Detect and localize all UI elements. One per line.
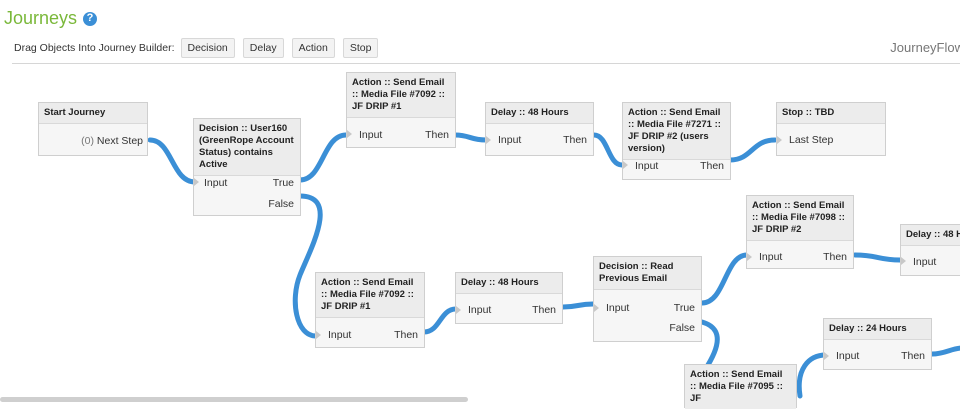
input-port-icon (623, 161, 628, 169)
connector-delay1-action2 (591, 132, 625, 168)
node-title: Action :: Send Email :: Media File #7092… (347, 73, 455, 118)
input-label[interactable]: Input (836, 350, 860, 362)
input-label[interactable]: Input (204, 177, 228, 189)
input-port-icon (456, 306, 461, 314)
connector-decision1-action4 (292, 193, 323, 339)
count-label: (0) (81, 135, 94, 147)
node-title: Delay :: 24 Hours (824, 319, 931, 340)
node-stop[interactable]: Stop :: TBD Last Step (776, 102, 886, 156)
action-button[interactable]: Action (291, 38, 335, 58)
node-title: Action :: Send Email :: Media File #7092… (316, 273, 424, 318)
stop-button[interactable]: Stop (342, 38, 379, 58)
input-label[interactable]: Input (328, 329, 352, 341)
connector-start-decision1 (147, 137, 198, 185)
toolbar: Drag Objects Into Journey Builder: Decis… (14, 37, 386, 59)
connector-action1-delay1 (452, 132, 489, 143)
node-start-journey[interactable]: Start Journey (0) Next Step (38, 102, 148, 156)
node-action-3[interactable]: Action :: Send Email :: Media File #7098… (746, 195, 854, 269)
then-label[interactable]: Then (425, 129, 449, 141)
input-label[interactable]: Input (498, 134, 522, 146)
connector-delay4-in (796, 352, 829, 399)
then-label[interactable]: Then (700, 160, 724, 172)
input-label[interactable]: Input (759, 251, 783, 263)
horizontal-scrollbar[interactable] (0, 397, 468, 402)
input-port-icon (747, 253, 752, 261)
input-port-icon (824, 352, 829, 360)
input-label[interactable]: Input (359, 129, 383, 141)
node-title: Stop :: TBD (777, 103, 885, 124)
divider (12, 63, 960, 64)
node-delay-2[interactable]: Delay :: 48 Ho Input (900, 224, 960, 276)
input-port-icon (901, 257, 906, 265)
node-title: Start Journey (39, 103, 147, 124)
input-label[interactable]: Input (468, 304, 492, 316)
connector-decision1-action1 (297, 132, 349, 183)
delay-button[interactable]: Delay (242, 38, 284, 58)
connector-decision2-action3 (699, 252, 750, 306)
connector-action2-stop1 (727, 137, 778, 163)
true-label[interactable]: True (673, 302, 695, 314)
node-title: Decision :: User160 (GreenRope Account S… (194, 119, 300, 176)
node-title: Delay :: 48 Ho (901, 225, 960, 246)
input-port-icon (486, 136, 491, 144)
input-port-icon (316, 331, 321, 339)
page-title: Journeys ? (4, 8, 98, 29)
next-step-label: Next Step (96, 135, 143, 147)
flow-name: JourneyFlow (890, 40, 960, 55)
input-port-icon (777, 136, 782, 144)
node-title: Action :: Send Email :: Media File #7098… (747, 196, 853, 241)
toolbar-label: Drag Objects Into Journey Builder: (14, 42, 175, 54)
false-label[interactable]: False (268, 198, 294, 210)
node-delay-3[interactable]: Delay :: 48 Hours Input Then (455, 272, 563, 324)
help-icon[interactable]: ? (83, 11, 98, 26)
page-title-text: Journeys (4, 8, 78, 28)
false-label[interactable]: False (669, 322, 695, 334)
connector-action4-delay3 (421, 306, 459, 335)
input-port-icon (347, 130, 352, 138)
node-delay-1[interactable]: Delay :: 48 Hours Input Then (485, 102, 594, 156)
connector-delay4-out (929, 345, 960, 357)
true-label[interactable]: True (272, 177, 294, 189)
input-port-icon (594, 304, 599, 312)
decision-button[interactable]: Decision (180, 38, 235, 58)
node-delay-4[interactable]: Delay :: 24 Hours Input Then (823, 318, 932, 370)
node-title: Delay :: 48 Hours (486, 103, 593, 124)
node-decision-1[interactable]: Decision :: User160 (GreenRope Account S… (193, 118, 301, 216)
then-label[interactable]: Then (901, 350, 925, 362)
node-action-4[interactable]: Action :: Send Email :: Media File #7092… (315, 272, 425, 348)
node-title: Decision :: Read Previous Email (594, 257, 701, 290)
then-label[interactable]: Then (394, 329, 418, 341)
input-label[interactable]: Input (635, 160, 659, 172)
last-step-label[interactable]: Last Step (789, 134, 834, 146)
node-title: Action :: Send Email :: Media File #7271… (623, 103, 730, 160)
node-decision-2[interactable]: Decision :: Read Previous Email Input Tr… (593, 256, 702, 342)
next-step-port[interactable]: (0) Next Step (81, 135, 143, 147)
node-action-2[interactable]: Action :: Send Email :: Media File #7271… (622, 102, 731, 180)
input-label[interactable]: Input (606, 302, 630, 314)
input-port-icon (194, 178, 199, 186)
connector-delay3-decision2 (560, 301, 596, 310)
node-action-5[interactable]: Action :: Send Email :: Media File #7095… (684, 364, 797, 409)
connector-action3-delay2 (852, 252, 903, 263)
then-label[interactable]: Then (823, 251, 847, 263)
node-title: Delay :: 48 Hours (456, 273, 562, 294)
then-label[interactable]: Then (532, 304, 556, 316)
node-title: Action :: Send Email :: Media File #7095… (685, 365, 796, 409)
node-action-1[interactable]: Action :: Send Email :: Media File #7092… (346, 72, 456, 148)
then-label[interactable]: Then (563, 134, 587, 146)
input-label[interactable]: Input (913, 256, 937, 268)
